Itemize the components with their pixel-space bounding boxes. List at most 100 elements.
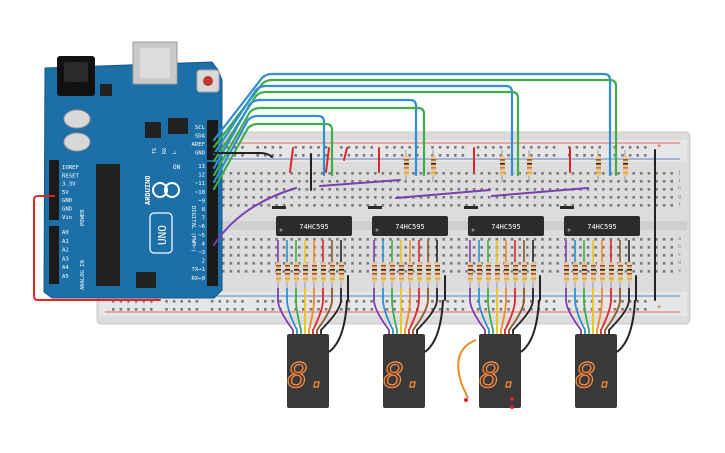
segment-wire[interactable] bbox=[391, 288, 398, 338]
segment-resistor[interactable] bbox=[417, 262, 422, 282]
segment-wire[interactable] bbox=[308, 288, 315, 338]
segment-wire[interactable] bbox=[504, 288, 516, 338]
segment-wire[interactable] bbox=[416, 288, 438, 338]
wire-green-to-chip4[interactable] bbox=[212, 78, 618, 177]
resistor-band bbox=[504, 278, 509, 280]
pullup-resistor[interactable] bbox=[500, 156, 505, 176]
segment-resistor[interactable] bbox=[321, 262, 326, 282]
segment-resistor[interactable] bbox=[372, 262, 377, 282]
segment-resistor[interactable] bbox=[504, 262, 509, 282]
segment-resistor[interactable] bbox=[426, 262, 431, 282]
segment-resistor[interactable] bbox=[312, 262, 317, 282]
segment-wire[interactable] bbox=[312, 288, 324, 338]
segment-resistor[interactable] bbox=[381, 262, 386, 282]
segment-wire[interactable] bbox=[512, 288, 534, 338]
segment-wire[interactable] bbox=[565, 288, 582, 338]
segment-resistor[interactable] bbox=[339, 262, 344, 282]
shift-register-chip[interactable] bbox=[372, 216, 448, 236]
wire-orange-loop[interactable] bbox=[457, 339, 477, 399]
wire-red-5v[interactable] bbox=[33, 195, 161, 301]
segment-wire[interactable] bbox=[295, 288, 302, 338]
segment-resistor[interactable] bbox=[573, 262, 578, 282]
segment-wire[interactable] bbox=[404, 288, 411, 338]
segment-resistor[interactable] bbox=[609, 262, 614, 282]
wire-blue-to-chip2[interactable] bbox=[212, 98, 418, 177]
pullup-resistor[interactable] bbox=[431, 156, 436, 176]
reset-button-cap[interactable] bbox=[203, 76, 213, 86]
shift-register-chip[interactable] bbox=[276, 216, 352, 236]
segment-wire[interactable] bbox=[412, 288, 429, 338]
segment-resistor[interactable] bbox=[582, 262, 587, 282]
segment-resistor[interactable] bbox=[303, 262, 308, 282]
wire-green-to-chip2[interactable] bbox=[212, 106, 426, 177]
seven-segment-display[interactable] bbox=[479, 334, 521, 408]
pullup-resistor[interactable] bbox=[404, 156, 409, 176]
display-common-wire[interactable] bbox=[328, 299, 348, 353]
segment-resistor[interactable] bbox=[408, 262, 413, 282]
segment-resistor[interactable] bbox=[618, 262, 623, 282]
segment-wire[interactable] bbox=[574, 288, 586, 338]
segment-wire[interactable] bbox=[600, 288, 612, 338]
segment-wire[interactable] bbox=[608, 288, 630, 338]
segment-resistor[interactable] bbox=[276, 262, 281, 282]
seven-segment-display[interactable] bbox=[575, 334, 617, 408]
segment-resistor[interactable] bbox=[627, 262, 632, 282]
segment-resistor[interactable] bbox=[564, 262, 569, 282]
pullup-resistor[interactable] bbox=[527, 156, 532, 176]
segment-wire[interactable] bbox=[469, 288, 486, 338]
segment-wire[interactable] bbox=[583, 288, 590, 338]
wire-blue-to-chip4[interactable] bbox=[212, 72, 612, 177]
segment-resistor[interactable] bbox=[330, 262, 335, 282]
segment-wire[interactable] bbox=[316, 288, 333, 338]
segment-wire[interactable] bbox=[382, 288, 394, 338]
segment-resistor[interactable] bbox=[294, 262, 299, 282]
segment-resistor[interactable] bbox=[285, 262, 290, 282]
segment-resistor[interactable] bbox=[522, 262, 527, 282]
segment-wire[interactable] bbox=[604, 288, 621, 338]
wire-red-jumper-2[interactable] bbox=[325, 147, 330, 173]
seven-segment-display[interactable] bbox=[383, 334, 425, 408]
shift-register-chip[interactable] bbox=[564, 216, 640, 236]
wire-purple-chain-2[interactable] bbox=[395, 189, 491, 199]
segment-resistor[interactable] bbox=[531, 262, 536, 282]
segment-wire[interactable] bbox=[596, 288, 603, 338]
segment-wire[interactable] bbox=[478, 288, 490, 338]
segment-resistor[interactable] bbox=[600, 262, 605, 282]
wire-green-to-chip1[interactable] bbox=[212, 122, 334, 191]
segment-wire[interactable] bbox=[508, 288, 525, 338]
segment-resistor[interactable] bbox=[435, 262, 440, 282]
segment-resistor[interactable] bbox=[495, 262, 500, 282]
display-common-wire[interactable] bbox=[616, 299, 636, 353]
wire-green-to-chip3[interactable] bbox=[212, 90, 520, 177]
pullup-resistor[interactable] bbox=[596, 156, 601, 176]
segment-resistor[interactable] bbox=[390, 262, 395, 282]
segment-wire[interactable] bbox=[500, 288, 507, 338]
wire-red-jumper-3[interactable] bbox=[343, 147, 348, 161]
segment-resistor[interactable] bbox=[468, 262, 473, 282]
segment-resistor[interactable] bbox=[486, 262, 491, 282]
wire-purple-data[interactable] bbox=[213, 187, 297, 246]
segment-wire[interactable] bbox=[320, 288, 342, 338]
wire-red-jumper-1[interactable] bbox=[289, 147, 294, 173]
segment-resistor[interactable] bbox=[399, 262, 404, 282]
pullup-resistor[interactable] bbox=[623, 156, 628, 176]
segment-wire[interactable] bbox=[487, 288, 494, 338]
wire-purple-chain-1[interactable] bbox=[319, 179, 401, 187]
wire-blue-to-chip3[interactable] bbox=[212, 84, 514, 177]
wire-black-gnd[interactable] bbox=[213, 152, 273, 158]
seven-segment-display[interactable] bbox=[287, 334, 329, 408]
segment-wire[interactable] bbox=[408, 288, 420, 338]
segment-wire[interactable] bbox=[277, 288, 294, 338]
segment-wire[interactable] bbox=[373, 288, 390, 338]
wire-blue-to-chip1[interactable] bbox=[212, 114, 326, 184]
segment-wire[interactable] bbox=[286, 288, 298, 338]
segment-resistor[interactable] bbox=[591, 262, 596, 282]
pin-label: SDA bbox=[195, 134, 206, 140]
segment-resistor[interactable] bbox=[477, 262, 482, 282]
display-common-wire[interactable] bbox=[424, 299, 444, 353]
wire-purple-chain-3[interactable] bbox=[491, 187, 589, 197]
shift-register-chip[interactable] bbox=[468, 216, 544, 236]
display-common-wire[interactable] bbox=[520, 299, 540, 353]
segment-resistor[interactable] bbox=[513, 262, 518, 282]
